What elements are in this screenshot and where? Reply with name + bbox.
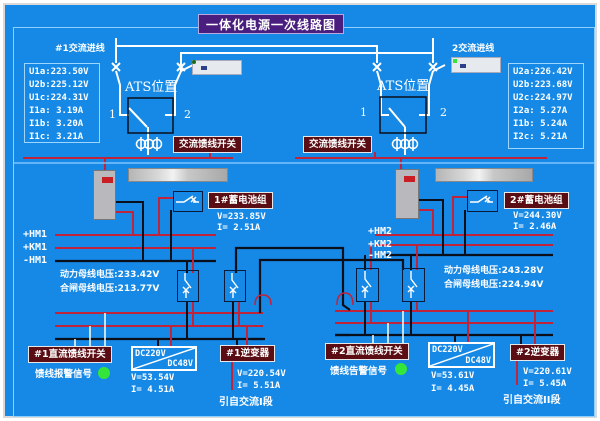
measurement: I1b: 5.24A: [513, 119, 568, 129]
ac-input-2-measurements: U2a:226.42V U2b:223.68V U2c:224.97V I2a:…: [508, 63, 584, 149]
battery-2-voltage: V=244.30V: [513, 211, 562, 221]
bus-label: +HM1: [23, 229, 48, 240]
page-title: 一体化电源一次线路图: [198, 14, 344, 34]
inverter-1-label: #1逆变器: [220, 345, 276, 362]
wiring-diagram: [13, 38, 595, 390]
rectifier-rack-2: [435, 168, 533, 182]
ats-position-label-1: ATS位置: [125, 80, 178, 95]
battery-1-current: I= 2.51A: [217, 223, 261, 233]
ats-position-label-2: ATS位置: [377, 79, 430, 94]
power-bus-voltage-2: 动力母线电压:243.28V: [444, 266, 544, 276]
inverter-1-source: 引自交流I段: [219, 397, 273, 408]
measurement: U2b:223.68V: [513, 80, 573, 90]
charger-cabinet-2: [395, 169, 419, 219]
bus-switch[interactable]: [177, 270, 199, 302]
ats-pos1-label: 1: [360, 106, 367, 119]
dc-feeder-switch-2[interactable]: #2直流馈线开关: [325, 343, 409, 360]
converter-output: DC48V: [167, 359, 193, 369]
diagram-screen: 一体化电源一次线路图 #1交流进线 U1a:223.50V U2b:225.12…: [3, 3, 597, 418]
closing-bus-voltage-1: 合闸母线电压:213.77V: [60, 284, 160, 294]
measurement: U2b:225.12V: [29, 80, 89, 90]
ac-incoming-lines: [111, 38, 446, 155]
converter-1-current: I= 4.51A: [131, 385, 175, 395]
inverter-1-voltage: V=220.54V: [237, 369, 286, 379]
battery-2-current: I= 2.46A: [513, 222, 557, 232]
battery-switch-2[interactable]: [467, 190, 498, 212]
feeder-alarm-label-2: 馈线告警信号: [330, 366, 388, 377]
converter-2-current: I= 4.45A: [431, 384, 475, 394]
ac-feeder-switch-2[interactable]: 交流馈线开关: [303, 136, 373, 153]
inverter-2-voltage: V=220.61V: [523, 367, 572, 377]
converter-input: DC220V: [432, 345, 463, 355]
converter-input: DC220V: [135, 349, 166, 359]
dc-bus-section-2: [335, 196, 553, 385]
measurement: I1a: 3.19A: [29, 106, 84, 116]
ats-pos1-label: 1: [109, 108, 116, 121]
battery-bank-2-label: 2#蓄电池组: [504, 192, 569, 209]
ac-meter-device-1: [192, 60, 242, 75]
bus-label: -HM2: [368, 250, 393, 261]
ac-input-1-label: #1交流进线: [55, 44, 105, 54]
converter-2-voltage: V=53.61V: [431, 371, 475, 381]
converter-output: DC48V: [465, 356, 491, 366]
inverter-2-source: 引自交流II段: [503, 395, 561, 406]
tie-wiring: [234, 246, 405, 341]
bus-switch[interactable]: [402, 268, 425, 302]
alarm-indicator-2: [395, 363, 407, 375]
ats-pos2-label: 2: [184, 108, 191, 121]
measurement: U1a:223.50V: [29, 67, 89, 77]
ac-busbars: [23, 152, 547, 171]
dc-feeder-switch-1[interactable]: #1直流馈线开关: [28, 346, 112, 363]
battery-1-voltage: V=233.85V: [217, 212, 266, 222]
measurement: U2a:226.42V: [513, 67, 573, 77]
inverter-2-current: I= 5.45A: [523, 379, 567, 389]
rectifier-rack-1: [128, 168, 228, 182]
ats-box-2: [379, 96, 427, 134]
measurement: U1c:224.31V: [29, 93, 89, 103]
dc-dc-converter-1: DC220V DC48V: [131, 346, 197, 371]
battery-switch-1[interactable]: [173, 191, 203, 212]
battery-bank-1-label: 1#蓄电池组: [208, 192, 273, 209]
bus-switch[interactable]: [224, 270, 246, 302]
dc-bus-section-1: [55, 197, 263, 390]
ac-feeder-switch-1[interactable]: 交流馈线开关: [173, 136, 243, 153]
converter-1-voltage: V=53.54V: [131, 373, 175, 383]
ac-input-2-label: 2交流进线: [452, 44, 495, 54]
inverter-2-label: #2逆变器: [510, 344, 566, 361]
power-bus-voltage-1: 动力母线电压:233.42V: [60, 270, 160, 280]
ac1-feed-line: [115, 38, 378, 63]
dc-dc-converter-2: DC220V DC48V: [428, 342, 495, 368]
measurement: U2c:224.97V: [513, 93, 573, 103]
measurement: I2a: 5.27A: [513, 106, 568, 116]
inverter-1-current: I= 5.51A: [237, 381, 281, 391]
ac-meter-device-2: [451, 57, 501, 73]
alarm-indicator-1: [98, 367, 110, 379]
measurement: I1c: 3.21A: [29, 132, 84, 142]
measurement: I2c: 5.21A: [513, 132, 568, 142]
measurement: I1b: 3.20A: [29, 119, 84, 129]
ac-input-1-measurements: U1a:223.50V U2b:225.12V U1c:224.31V I1a:…: [24, 63, 100, 143]
ats-box-1: [127, 97, 174, 134]
bus-label: +KM1: [23, 242, 48, 253]
bus-label: +HM2: [368, 226, 393, 237]
charger-cabinet-1: [93, 170, 116, 220]
feeder-alarm-label-1: 馈线报警信号: [35, 369, 93, 380]
bus-switch[interactable]: [356, 268, 379, 302]
bus-label: -HM1: [23, 255, 48, 266]
ats-pos2-label: 2: [440, 106, 447, 119]
closing-bus-voltage-2: 合闸母线电压:224.94V: [444, 280, 544, 290]
bus-label: +KM2: [368, 239, 393, 250]
